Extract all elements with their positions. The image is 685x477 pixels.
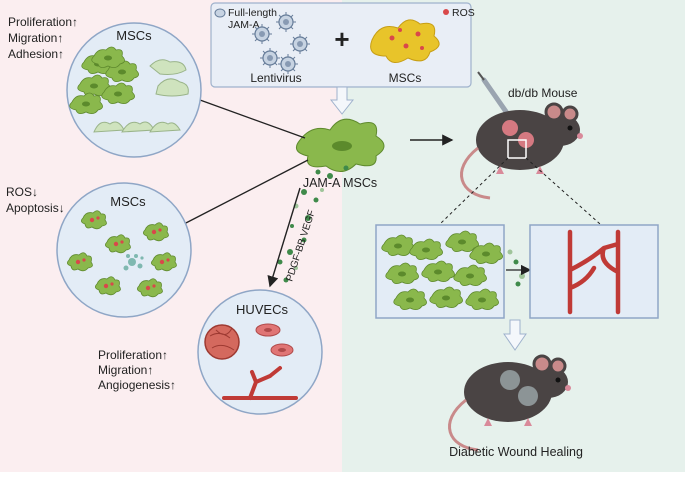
down-arrow-to-cell — [329, 86, 355, 115]
vessel-icon — [222, 366, 298, 400]
outcome-label: Diabetic Wound Healing — [449, 445, 583, 459]
jam-a-msc-cell — [295, 118, 385, 172]
plus-sign: + — [334, 24, 349, 54]
jam-a-legend-line1: Full-length — [228, 7, 277, 19]
msc-circle-2: MSCs — [56, 182, 192, 318]
huvec-circle-label: HUVECs — [236, 302, 289, 317]
jam-a-legend-line2: JAM-A — [228, 19, 260, 31]
mouse-label: db/db Mouse — [508, 86, 578, 100]
msc-circle-2-label: MSCs — [110, 194, 146, 209]
secreted-vesicles — [277, 165, 349, 283]
ros-legend-dot — [443, 9, 449, 15]
connector-to-panel2 — [181, 159, 309, 226]
effect-huvec-proliferation: Proliferation↑ — [98, 348, 168, 362]
down-arrow-to-healing — [503, 319, 527, 351]
secretion-arrow — [267, 187, 301, 288]
lentivirus-label: Lentivirus — [250, 71, 301, 85]
left-effects-1: Proliferation↑ Migration↑ Adhesion↑ — [8, 15, 78, 61]
ros-legend-label: ROS — [452, 7, 475, 19]
jam-a-msc-label: JAM-A MSCs — [303, 176, 377, 190]
effect-migration: Migration↑ — [8, 31, 63, 45]
msc-circle-1: MSCs — [66, 22, 202, 158]
wound-msc-box — [375, 224, 505, 319]
left-effects-2: ROS↓ Apoptosis↓ — [6, 185, 65, 215]
huvec-cluster-icon — [204, 324, 240, 360]
huvec-effects: Proliferation↑ Migration↑ Angiogenesis↑ — [98, 348, 176, 392]
lentivirus-transduction-box: Full-length JAM-A Lentivirus + ROS MSCs — [210, 2, 475, 88]
effect-huvec-migration: Migration↑ — [98, 363, 153, 377]
effect-proliferation: Proliferation↑ — [8, 15, 78, 29]
effect-apoptosis: Apoptosis↓ — [6, 201, 65, 215]
huvec-circle: HUVECs — [197, 289, 323, 415]
top-mscs-label: MSCs — [389, 71, 422, 85]
jam-a-legend-icon — [214, 8, 226, 18]
msc-circle-1-label: MSCs — [116, 28, 152, 43]
effect-huvec-angiogenesis: Angiogenesis↑ — [98, 378, 176, 392]
wound-vessel-box — [529, 224, 659, 319]
wound-selection-box — [507, 139, 527, 159]
msc-ros-cell-icon — [370, 19, 440, 63]
zoom-line-left — [439, 157, 509, 225]
zoom-line-right — [525, 157, 601, 225]
effect-ros: ROS↓ — [6, 185, 38, 199]
effect-adhesion: Adhesion↑ — [8, 47, 64, 61]
connector-to-panel1 — [199, 99, 306, 139]
